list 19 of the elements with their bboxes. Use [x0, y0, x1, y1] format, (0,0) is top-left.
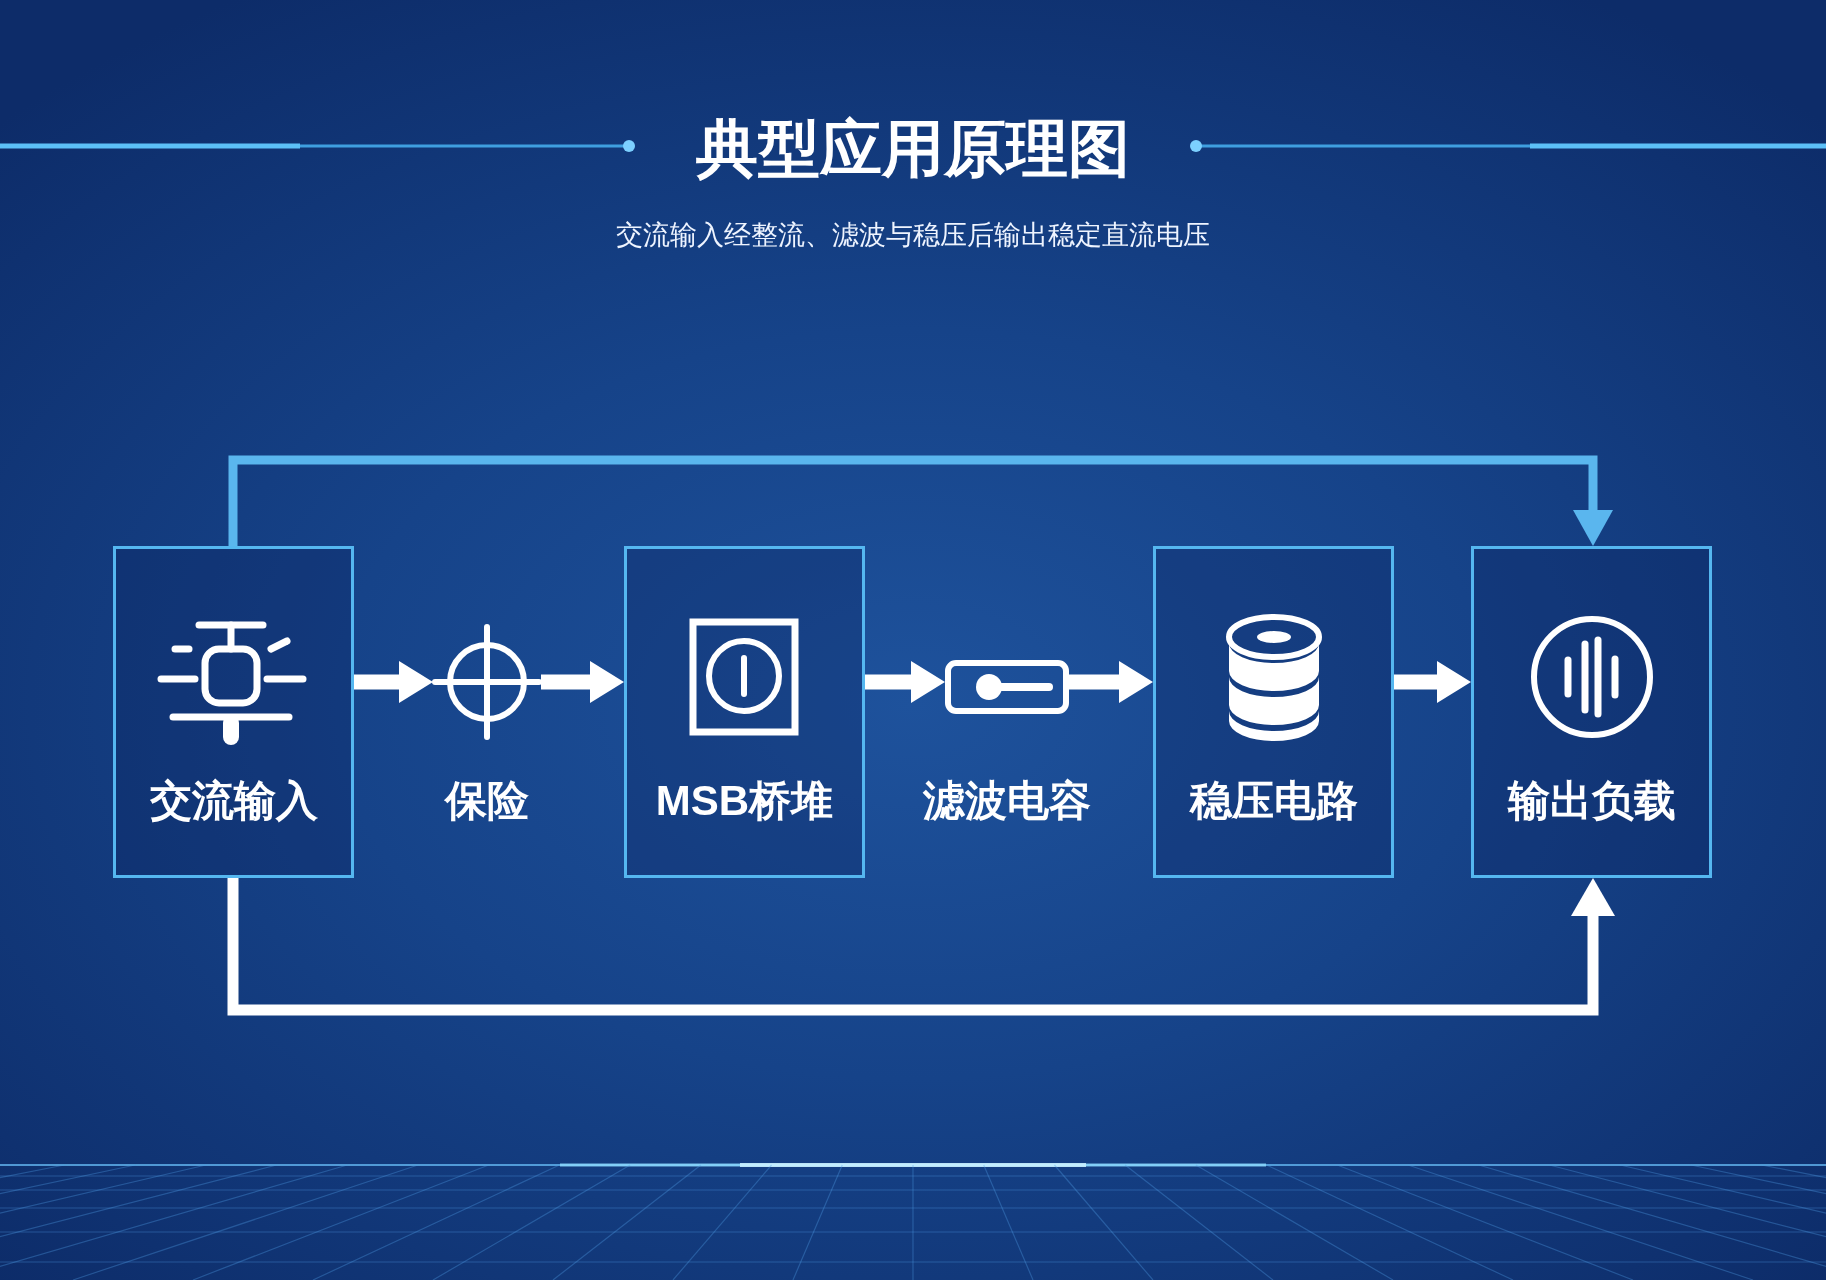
title: 典型应用原理图	[696, 113, 1130, 185]
arrow	[541, 661, 624, 703]
component-box	[113, 546, 354, 878]
arrow	[1069, 661, 1153, 703]
subtitle: 交流输入经整流、滤波与稳压后输出稳定直流电压	[616, 219, 1210, 251]
arrow	[354, 661, 433, 703]
component-label: 滤波电容	[923, 775, 1091, 826]
component-label: MSB桥堆	[655, 775, 834, 826]
component-label: 交流输入	[149, 775, 318, 826]
component-box	[1153, 546, 1394, 878]
component-label: 稳压电路	[1189, 775, 1358, 826]
component-box	[624, 546, 865, 878]
arrow	[865, 661, 945, 703]
component-label: 保险	[445, 775, 529, 826]
bent-arrow	[227, 878, 1615, 1016]
component-box	[1471, 546, 1712, 878]
component-label: 输出负载	[1507, 775, 1676, 826]
bent-arrow	[228, 455, 1613, 546]
arrow	[1394, 661, 1471, 703]
